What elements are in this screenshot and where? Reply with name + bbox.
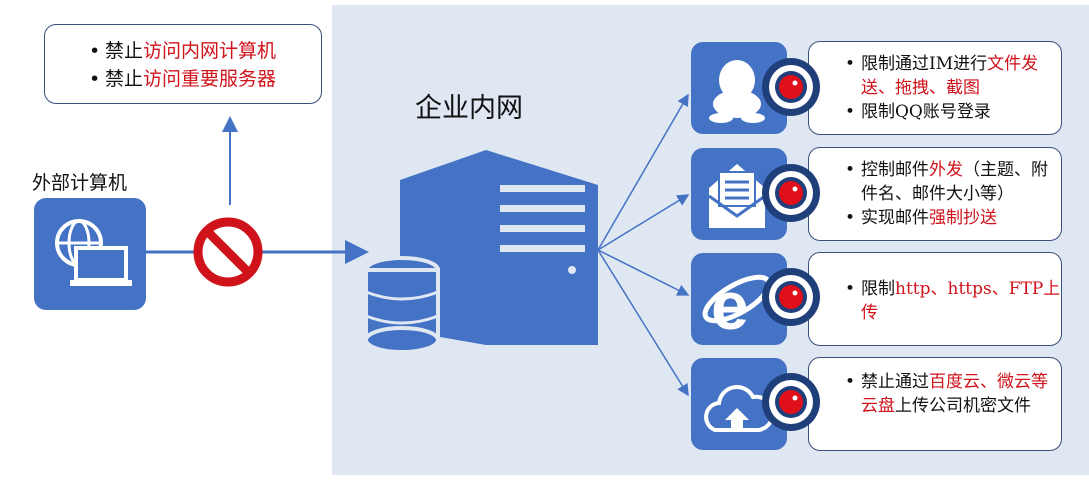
list-item: 限制QQ账号登录 <box>845 100 1061 124</box>
server-icon <box>364 150 598 354</box>
cloud-control-box: 禁止通过百度云、微云等云盘上传公司机密文件 <box>808 357 1062 451</box>
external-computer-label: 外部计算机 <box>32 172 128 194</box>
mail-control-box: 控制邮件外发（主题、附件名、邮件大小等） 实现邮件强制抄送 <box>808 147 1062 241</box>
control-badge-icon <box>762 268 820 326</box>
list-item: 禁止访问重要服务器 <box>89 65 321 93</box>
list-item: 禁止通过百度云、微云等云盘上传公司机密文件 <box>845 370 1061 418</box>
list-item: 禁止访问内网计算机 <box>89 37 321 65</box>
list-item: 限制通过IM进行文件发送、拖拽、截图 <box>845 52 1061 100</box>
control-badge-icon <box>762 164 820 222</box>
qq-icon <box>691 42 787 134</box>
ie-browser-icon: e <box>691 253 787 345</box>
blocked-access-box: 禁止访问内网计算机 禁止访问重要服务器 <box>44 24 322 104</box>
list-item: 限制http、https、FTP上传 <box>845 277 1061 325</box>
control-badge-icon <box>762 373 820 431</box>
intranet-label: 企业内网 <box>415 93 523 124</box>
external-computer-icon <box>34 198 146 310</box>
list-item: 实现邮件强制抄送 <box>845 206 1061 230</box>
web-control-box: 限制http、https、FTP上传 <box>808 252 1062 346</box>
im-control-box: 限制通过IM进行文件发送、拖拽、截图 限制QQ账号登录 <box>808 41 1062 135</box>
control-badge-icon <box>762 58 820 116</box>
list-item: 控制邮件外发（主题、附件名、邮件大小等） <box>845 158 1061 206</box>
prohibited-icon <box>193 217 263 287</box>
